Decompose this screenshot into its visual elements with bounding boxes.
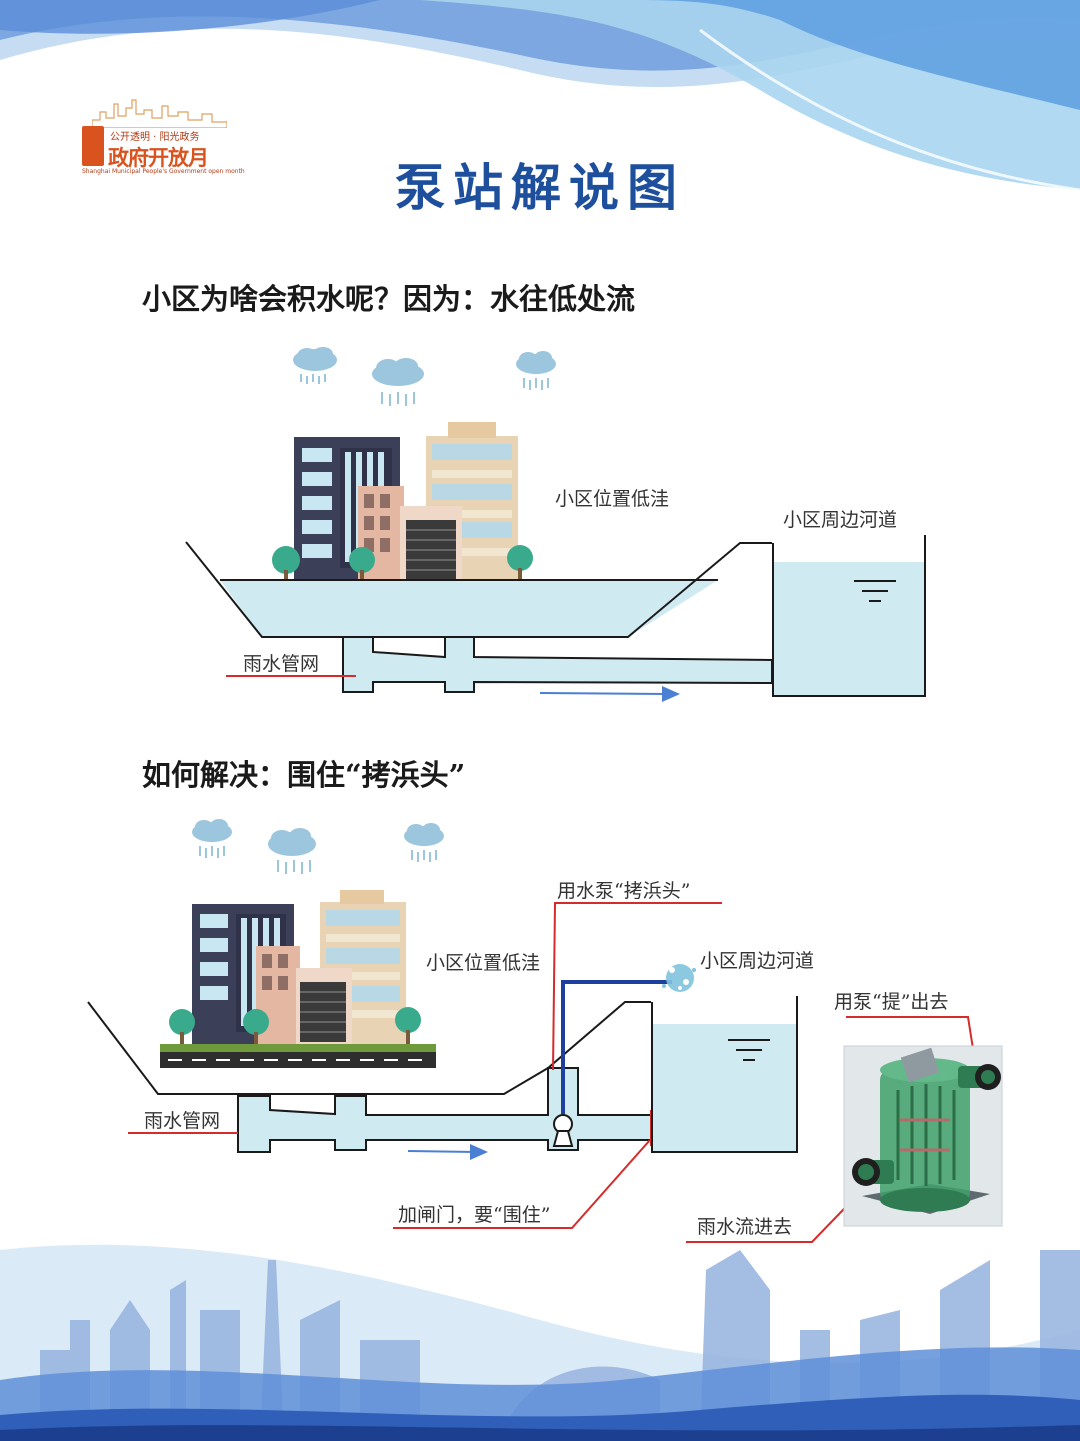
inflow-label: 雨水流进去: [697, 1216, 793, 1238]
cloud-rain-icon: [372, 358, 424, 406]
river-label: 小区周边河道: [783, 509, 898, 531]
pump-station-model-icon: [843, 1045, 1003, 1227]
government-open-month-logo: 公开透明 · 阳光政务 政府开放月 Shanghai Municipal Peo…: [82, 98, 245, 178]
discharge-pipe: [561, 980, 672, 1114]
page-title: 泵站解说图: [395, 158, 685, 217]
river: [651, 996, 798, 1153]
rainwater-pipe: [237, 1067, 653, 1153]
river: [772, 535, 926, 697]
cloud-rain-icon: [192, 819, 232, 858]
pump-icon: [552, 1114, 574, 1147]
cloud-rain-icon: [268, 828, 316, 874]
cloud-rain-icon: [293, 347, 337, 384]
pump-label: 用水泵“拷浜头”: [557, 880, 691, 902]
gate-label: 加闸门，要“围住”: [398, 1204, 551, 1226]
pipe-network-label-2: 雨水管网: [144, 1110, 221, 1132]
low-lying-basin: [185, 541, 772, 638]
logo-slogan: 公开透明 · 阳光政务: [110, 132, 200, 143]
tree-icon: [169, 1007, 421, 1044]
skyline-logo-icon: [92, 99, 227, 128]
lift-out-label: 用泵“提”出去: [834, 991, 949, 1013]
skyline-icon: [0, 1244, 1080, 1441]
flow-arrow: [407, 1144, 488, 1160]
cloud-rain-icon: [516, 351, 556, 390]
road: [160, 1044, 436, 1068]
logo-english: Shanghai Municipal People's Government o…: [82, 168, 245, 175]
section1-heading: 小区为啥会积水呢？因为：水往低处流: [142, 282, 636, 316]
river-label-2: 小区周边河道: [700, 950, 815, 972]
logo-title: 政府开放月: [108, 146, 209, 170]
cloud-rain-icon: [404, 823, 444, 862]
flow-arrow: [539, 686, 680, 702]
tree-icon: [272, 545, 533, 582]
low-lying-label: 小区位置低洼: [555, 488, 670, 510]
section2-heading: 如何解决：围住“拷浜头”: [142, 758, 466, 792]
splash-icon: [662, 964, 696, 992]
pipe-network-label: 雨水管网: [243, 653, 320, 675]
water-surface-icon: [854, 580, 896, 602]
water-surface-icon: [728, 1039, 770, 1061]
ground-outline: [87, 1001, 651, 1095]
logo-mark: [82, 126, 104, 166]
top-wave-background: [0, 0, 1080, 192]
low-lying-label-2: 小区位置低洼: [426, 952, 541, 974]
